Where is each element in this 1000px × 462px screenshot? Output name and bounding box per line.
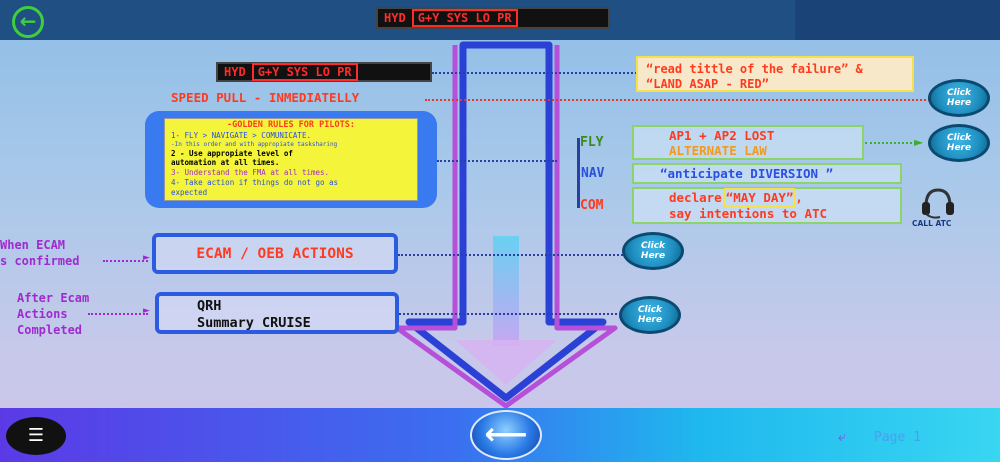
header-right-panel — [795, 0, 1000, 40]
ecam-side-line-1: When ECAM — [0, 238, 66, 252]
nav-text: “anticipate DIVERSION ” — [660, 166, 834, 181]
com-declare: declare — [669, 190, 722, 205]
com-box: declare“MAY DAY”, say intentions to ATC — [632, 187, 902, 224]
hamburger-icon: ☰ — [27, 425, 45, 446]
failure-title: HYD G+Y SYS LO PR — [216, 62, 432, 82]
com-line-2: say intentions to ATC — [669, 206, 828, 221]
rule-2b: automation at all times. — [171, 158, 280, 168]
fly-box: AP1 + AP2 LOST ALTERNATE LAW — [632, 125, 864, 160]
qrh-side-line-3: Completed — [17, 323, 83, 337]
rule-3: 3- Understand the FMA at all times. — [171, 168, 330, 178]
read-title-note: “read tittle of the failure” & “LAND ASA… — [636, 56, 914, 92]
rule-1: 1- FLY > NAVIGATE > COMUNICATE. — [171, 130, 311, 140]
qrh-line-2: Summary CRUISE — [197, 315, 311, 331]
flow-arrow — [395, 41, 618, 409]
note-line-1: “read tittle of the failure” & — [646, 62, 863, 76]
qrh-side-line-2: Actions — [17, 307, 68, 321]
arrow-left-icon: ← — [19, 9, 37, 33]
arrow-outline-purple — [395, 45, 618, 409]
arrow-right-icon: ► — [914, 135, 924, 149]
fly-line-2: ALTERNATE LAW — [669, 143, 767, 158]
arrow-inner-head — [455, 340, 557, 385]
back-button[interactable]: ← — [12, 6, 44, 38]
note-line-2: “LAND ASAP - RED” — [646, 77, 769, 91]
nav-label: NAV — [581, 166, 605, 181]
qrh-side-note: After Ecam Actions Completed — [17, 290, 89, 338]
arrow-left-icon: ⟵ — [484, 417, 528, 452]
fnc-bracket — [577, 138, 580, 208]
connector-line-green — [865, 142, 920, 144]
ecam-side-note: When ECAM s confirmed — [0, 237, 79, 269]
rule-2a: 2 - Use appropiate level of — [171, 148, 293, 158]
failure-boxed-text: G+Y SYS LO PR — [251, 63, 358, 81]
nav-box: “anticipate DIVERSION ” — [632, 163, 902, 184]
qrh-side-line-1: After Ecam — [17, 291, 90, 305]
arrow-right-icon: ► — [143, 306, 150, 316]
golden-rules-card: -GOLDEN RULES FOR PILOTS: 1- FLY > NAVIG… — [164, 118, 418, 201]
arrow-inner-shaft — [493, 236, 519, 346]
com-label: COM — [580, 198, 604, 213]
headset-icon[interactable] — [918, 186, 958, 220]
ecam-oeb-box[interactable]: ECAM / OEB ACTIONS — [152, 233, 398, 274]
golden-rules-title: -GOLDEN RULES FOR PILOTS: — [227, 120, 355, 130]
page-indicator: Page 1 — [874, 430, 921, 445]
call-atc-label: CALL ATC — [912, 219, 952, 228]
mayday-highlight: “MAY DAY” — [723, 188, 796, 207]
fly-line-1: AP1 + AP2 LOST — [669, 128, 775, 143]
failure-system-label: HYD — [384, 11, 406, 25]
speed-pull-instruction: SPEED PULL - INMEDIATELLY — [171, 90, 360, 105]
qrh-line-1: QRH — [197, 298, 222, 314]
connector-line — [398, 254, 623, 256]
connector-line-red — [425, 99, 930, 101]
arrow-right-icon: ► — [143, 253, 150, 263]
ecam-side-arrow — [103, 260, 148, 262]
menu-button[interactable]: ☰ — [6, 417, 66, 455]
rule-1-sub: -In this order and with appropiate tasks… — [171, 140, 338, 148]
failure-system-label: HYD — [224, 65, 246, 79]
header-failure-title: HYD G+Y SYS LO PR — [376, 7, 610, 29]
rule-4b: expected — [171, 187, 208, 197]
qrh-side-arrow — [88, 313, 148, 315]
rule-4a: 4- Take action if things do not go as — [171, 177, 339, 187]
connector-line — [432, 72, 637, 74]
page-back-icon[interactable]: ⤶ — [838, 429, 846, 445]
fly-label: FLY — [580, 135, 604, 150]
failure-boxed-text: G+Y SYS LO PR — [411, 9, 518, 27]
ecam-side-line-2: s confirmed — [0, 254, 80, 268]
back-arrow-button[interactable]: ⟵ — [470, 410, 542, 460]
golden-rules-panel: -GOLDEN RULES FOR PILOTS: 1- FLY > NAVIG… — [145, 111, 437, 208]
ecam-oeb-label: ECAM / OEB ACTIONS — [196, 245, 354, 262]
connector-line — [399, 313, 621, 315]
connector-line — [437, 160, 557, 162]
qrh-box[interactable]: QRH Summary CRUISE — [155, 292, 399, 334]
